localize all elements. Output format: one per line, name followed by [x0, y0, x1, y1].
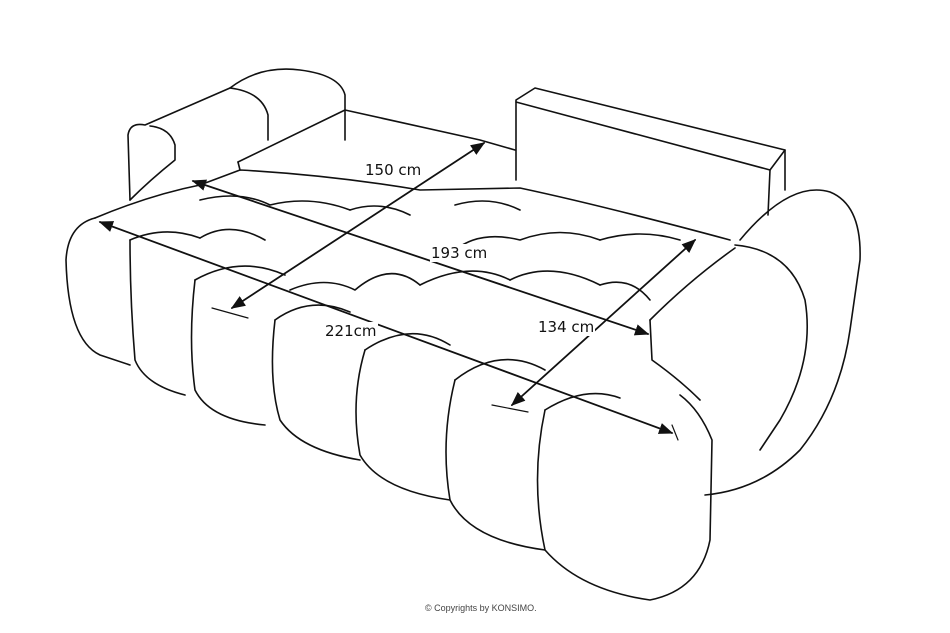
dimension-label-221: 221cm — [324, 322, 378, 340]
left-backrest — [127, 68, 346, 201]
copyright-icon: © — [425, 603, 432, 613]
right-backrest — [515, 87, 786, 216]
copyright-text: Copyrights by KONSIMO. — [434, 603, 537, 613]
mattress — [65, 169, 736, 601]
dimension-label-193: 193 cm — [430, 244, 489, 262]
dimension-lines — [98, 142, 697, 441]
copyright-notice: © Copyrights by KONSIMO. — [425, 603, 537, 613]
dimension-label-134: 134 cm — [537, 318, 596, 336]
right-armrest — [704, 189, 861, 496]
dimension-label-150: 150 cm — [364, 161, 423, 179]
